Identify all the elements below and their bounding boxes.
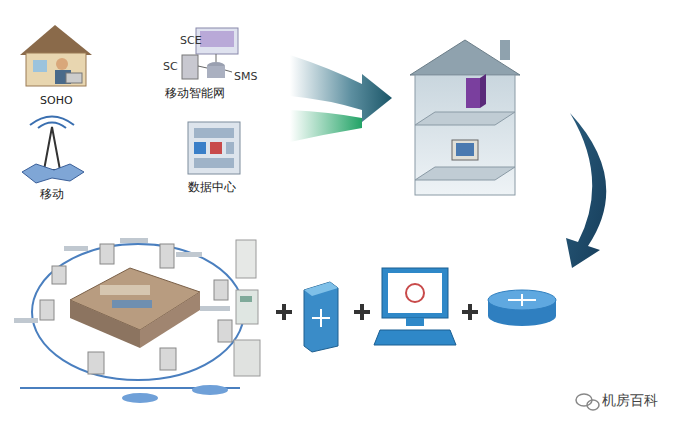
router-icon [488,290,556,326]
text-label: 移动智能网 [165,86,225,100]
curved-arrow [566,113,606,268]
data-center-icon [188,122,240,174]
wechat-icon [576,394,599,410]
text-label: SCE [180,34,202,47]
text-label: SOHO [40,94,73,107]
text-label: 数据中心 [188,180,236,194]
text-label: 机房百科 [602,392,658,409]
cabinets [234,240,260,376]
flow-arrow [290,55,392,142]
mobile-tower-icon [22,117,84,184]
datacenter-ring [14,238,244,403]
text-label: SMS [234,70,257,83]
text-label: SC [163,60,178,73]
soho-icon [20,25,92,86]
switch-icon [304,282,338,352]
building-section [410,40,520,195]
text-label: 移动 [40,187,64,201]
computer-icon [374,268,456,345]
